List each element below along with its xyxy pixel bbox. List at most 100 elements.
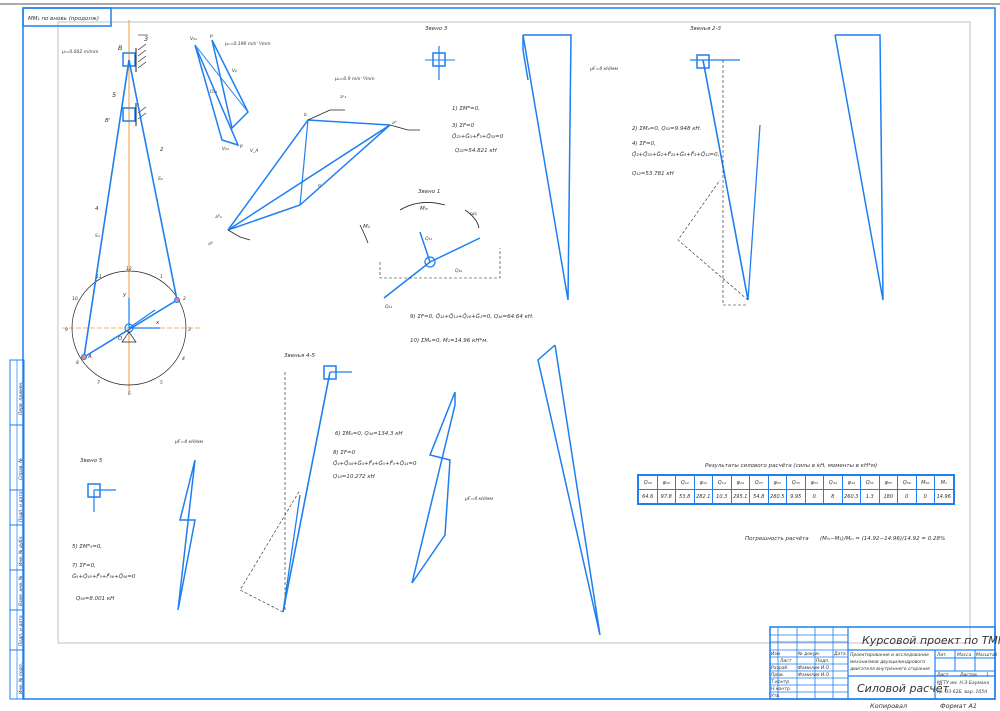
svg-text:Ḡ₅+Q̄₄₅+F̄₅+F̄₅₆+Q̄₅₆=0: Ḡ₅+Q̄₄₅+F̄₅+F̄₅₆+Q̄₅₆=0 (72, 573, 136, 580)
results-value-cell: 53.8 (675, 489, 695, 505)
svg-text:7) ΣF=0,: 7) ΣF=0, (72, 563, 96, 569)
results-header-cell: Q₂₃ (749, 474, 769, 490)
results-title: Результаты силового расчёта (силы в кН, … (705, 463, 877, 469)
svg-text:№ докум.: № докум. (797, 651, 820, 657)
results-value-cell: 10.3 (712, 489, 732, 505)
results-value-cell: 64.6 (637, 489, 658, 505)
svg-text:5: 5 (160, 380, 163, 386)
results-value-cell: 54.8 (749, 489, 769, 505)
svg-text:Q̄₂+Q̄₃₃+Ḡ₂+F̄₂₃+Ḡ₃+F̄₃+Q̄₁₂=0: Q̄₂+Q̄₃₃+Ḡ₂+F̄₂₃+Ḡ₃+F̄₃+Q̄₁₂=0, (632, 151, 720, 158)
error-formula: (Mᵢₙ−M₁)/Mᵢₙ = (14.92−14.96)/14.92 = 0.2… (820, 536, 945, 542)
results-value-cell: 1.3 (860, 489, 880, 505)
svg-text:3) ΣF=0: 3) ΣF=0 (452, 123, 475, 129)
section-title: Звено 5 (80, 458, 103, 464)
results-header-cell: Q₅₆ (897, 474, 917, 490)
svg-text:Q₁₄: Q₁₄ (385, 304, 392, 310)
svg-text:Масштаб: Масштаб (976, 652, 998, 658)
sheet-title: Силовой расчёт (857, 682, 949, 695)
svg-text:Листов: Листов (959, 672, 977, 678)
svg-text:Пров.: Пров. (771, 672, 784, 678)
svg-text:1) ΣMᴮ=0,: 1) ΣMᴮ=0, (452, 105, 480, 112)
svg-text:Лист: Лист (779, 658, 792, 664)
svg-text:4) ΣF=0,: 4) ΣF=0, (632, 141, 656, 147)
svg-text:гр. ЭЗ-62Б, вар. 105А: гр. ЭЗ-62Б, вар. 105А (937, 689, 987, 695)
results-value-cell: 0 (915, 489, 935, 505)
svg-text:M₁: M₁ (363, 224, 370, 230)
stamp-label: Инв. № дубл. (18, 535, 24, 566)
svg-text:МГТУ им. Н.Э.Баумана: МГТУ им. Н.Э.Баумана (937, 680, 989, 686)
section-title: Звено 1 (418, 189, 440, 195)
svg-text:Q₅₆=8.001 кН: Q₅₆=8.001 кН (76, 596, 114, 602)
link2-3-analysis: Звенья 2-3 μF=4 кН/мм 2) ΣMₐ=0, Q₀₃=9.94… (589, 26, 884, 306)
results-value-cell: 282.1 (693, 489, 713, 505)
svg-text:Лист: Лист (936, 672, 949, 678)
copied-label: Копировал (870, 702, 907, 710)
section-title: Звенья 4-5 (284, 353, 316, 359)
crank-positions: 12 1 2 3 4 5 6 7 8 9 10 11 (65, 266, 191, 397)
svg-text:p: p (239, 144, 243, 149)
svg-text:Масса: Масса (957, 652, 972, 658)
results-header-cell: φ₃₃ (804, 474, 824, 490)
velocity-plan: μᵥ=0.196 m/s⁻¹/mm Vᵦ₄ p Vᵦ O₁₂ Vᵦ₄ p V_A (190, 34, 271, 154)
svg-text:Mᵢₙ: Mᵢₙ (420, 206, 428, 212)
svg-text:9: 9 (65, 327, 68, 333)
acceleration-scale: μₐ=0.9 m/s⁻²/mm (334, 76, 375, 82)
svg-text:4: 4 (182, 356, 185, 362)
stamp-label: Подп. и дата (18, 491, 24, 522)
results-header-cell: φ₁₄ (730, 474, 750, 490)
results-value-cell: 260.3 (841, 489, 861, 505)
svg-text:двигателя внутреннего сгорания: двигателя внутреннего сгорания (849, 667, 930, 672)
results-header-cell: φ₄₄ (841, 474, 861, 490)
link5-analysis: Звено 5 5) ΣMᴮ₅=0, 7) ΣF=0, Ḡ₅+Q̄₄₅+F̄₅+… (72, 439, 204, 611)
svg-text:6) ΣMₐ=0, Q₄₄=134.3 кН: 6) ΣMₐ=0, Q₄₄=134.3 кН (335, 431, 403, 437)
svg-text:2) ΣMₐ=0, Q₀₃=9.948 кН.: 2) ΣMₐ=0, Q₀₃=9.948 кН. (632, 126, 702, 132)
svg-text:6: 6 (128, 391, 131, 397)
results-header-cell: Q₄₄ (823, 474, 843, 490)
stamp-label: Подп. и дата (18, 615, 24, 646)
svg-text:3: 3 (188, 327, 191, 333)
svg-text:Утв.: Утв. (771, 693, 780, 699)
point-label: B (118, 44, 123, 52)
svg-text:Лит.: Лит. (936, 652, 947, 658)
results-value-cell: 9.95 (786, 489, 806, 505)
point-label: S₂ (158, 176, 163, 182)
svg-text:ω₁: ω₁ (470, 211, 477, 217)
svg-text:1: 1 (160, 274, 163, 280)
header-label: ММ₁ по вновь (продолж) (28, 16, 99, 22)
svg-text:Н.контр.: Н.контр. (771, 686, 791, 692)
svg-text:10: 10 (72, 296, 78, 302)
results-header-cell: φ₁₂ (693, 474, 713, 490)
svg-text:Фамилия И.О.: Фамилия И.О. (798, 665, 831, 671)
acceleration-plan: μₐ=0.9 m/s⁻²/mm aᴮ₄ aᶜ₄ π aᴬ b aᴮ (208, 76, 420, 247)
svg-text:μF=4 кН/мм: μF=4 кН/мм (174, 439, 204, 445)
svg-text:Q₁₂: Q₁₂ (425, 236, 432, 242)
mechanism-scale: μₗ=0.002 m/mm (61, 49, 99, 55)
svg-text:Дата: Дата (833, 651, 846, 657)
results-header-cell: Q₁₂ (675, 474, 695, 490)
svg-text:11: 11 (96, 274, 102, 280)
svg-text:π: π (318, 184, 321, 189)
title-block: Курсовой проект по ТММ Проектирование и … (769, 626, 1000, 700)
svg-text:Q̄₂₃+Ḡ₃+F̄₃+Q̄₃₃=0: Q̄₂₃+Ḡ₃+F̄₃+Q̄₃₃=0 (452, 133, 504, 140)
svg-text:10) ΣMₒ=0, M₁=14.96 кН*м.: 10) ΣMₒ=0, M₁=14.96 кН*м. (410, 338, 488, 344)
results-header-cell: Q₃₃ (786, 474, 806, 490)
link3-analysis: Звено 3 1) ΣMᴮ=0, 3) ΣF=0 Q̄₂₃+Ḡ₃+F̄₃+Q̄… (425, 26, 572, 301)
point-label: A (87, 354, 92, 360)
svg-text:2: 2 (183, 296, 186, 302)
results-value-cell: 8 (823, 489, 843, 505)
mechanism-diagram: μₗ=0.002 m/mm 3 B 5 B' 2 4 S₄ S₂ A O x y… (61, 20, 200, 397)
stamp-label: Инв. № подл. (18, 663, 24, 694)
axis-label: x (155, 320, 160, 326)
results-value-cell: 280.5 (767, 489, 787, 505)
inner-frame (57, 21, 971, 644)
svg-text:aᶜ₄: aᶜ₄ (340, 95, 346, 100)
svg-text:μF=4 кН/мм: μF=4 кН/мм (464, 496, 494, 502)
svg-text:Q₂₃=54.821 кН: Q₂₃=54.821 кН (455, 148, 497, 154)
svg-text:V_A: V_A (250, 148, 258, 154)
stamp-label: Перв. примен. (18, 381, 24, 415)
stamp-label: Справ. № (18, 458, 24, 480)
results-value-cell: 180 (878, 489, 898, 505)
